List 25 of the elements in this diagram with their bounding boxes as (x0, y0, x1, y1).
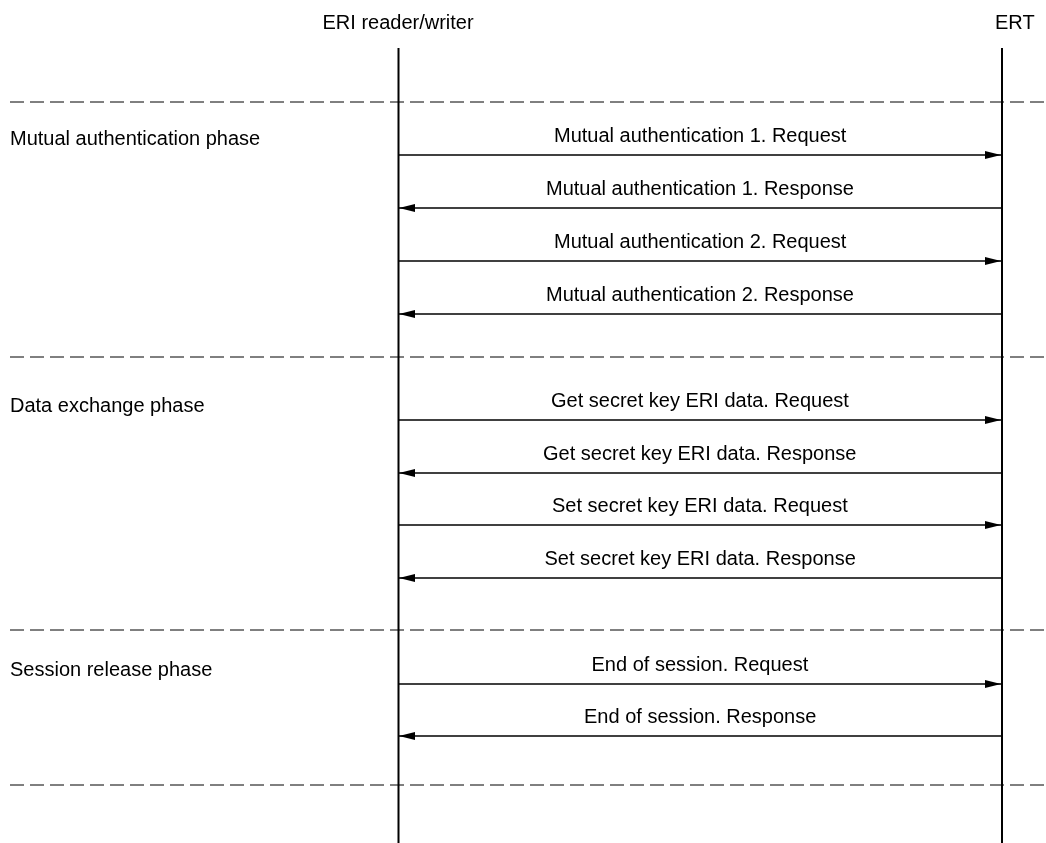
message-label: Set secret key ERI data. Request (552, 493, 848, 517)
lifeline-header: ERI reader/writer (322, 10, 474, 34)
message-arrow (398, 469, 1002, 477)
message-label: Set secret key ERI data. Response (544, 546, 856, 570)
message-label: End of session. Request (591, 652, 809, 676)
message-label: Mutual authentication 2. Request (554, 229, 847, 253)
message-arrow (398, 521, 1002, 529)
phase-label: Session release phase (10, 657, 213, 681)
message-arrow (398, 680, 1002, 688)
phase-label: Mutual authentication phase (10, 126, 261, 150)
message-arrow (398, 416, 1002, 424)
message-label: Mutual authentication 2. Response (546, 282, 854, 306)
message-arrow (398, 151, 1002, 159)
lifeline-header: ERT (995, 10, 1035, 34)
message-arrow (398, 732, 1002, 740)
message-arrow (398, 204, 1002, 212)
message-arrow (398, 574, 1002, 582)
message-arrow (398, 310, 1002, 318)
message-label: Mutual authentication 1. Request (554, 123, 847, 147)
message-label: Mutual authentication 1. Response (546, 176, 854, 200)
message-arrow (398, 257, 1002, 265)
message-label: Get secret key ERI data. Response (543, 441, 857, 465)
phase-label: Data exchange phase (10, 393, 205, 417)
message-label: Get secret key ERI data. Request (551, 388, 849, 412)
message-label: End of session. Response (584, 704, 817, 728)
